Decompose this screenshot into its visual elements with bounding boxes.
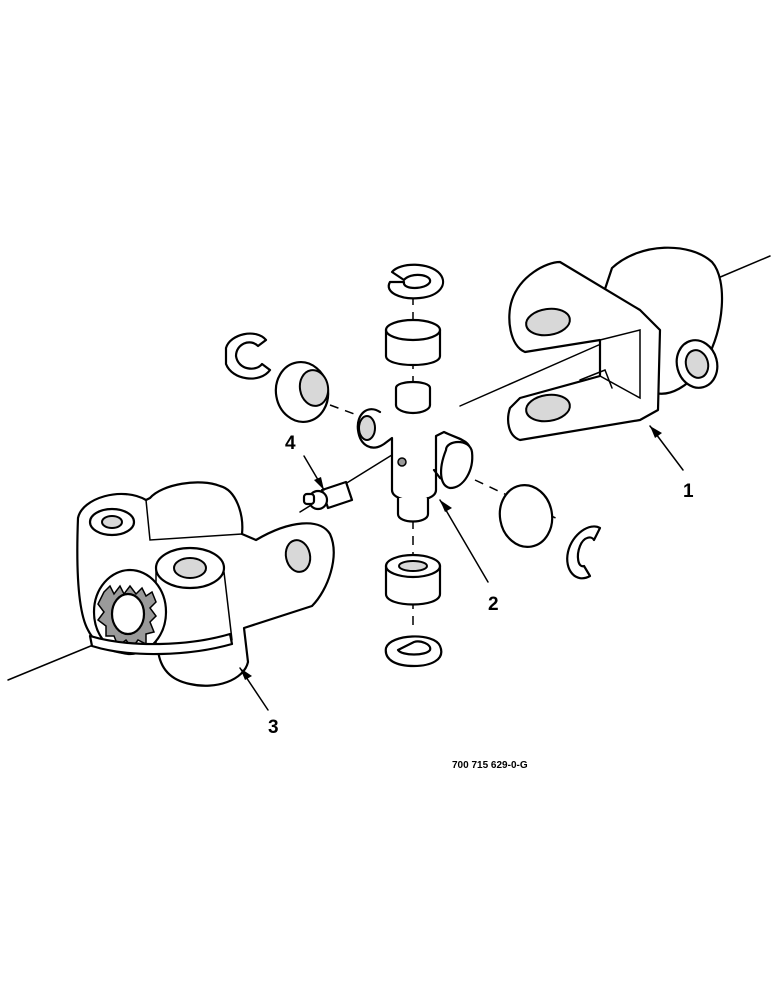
figure-code: 700 715 629-0-G <box>452 760 528 771</box>
part-3-splined-yoke <box>76 481 335 687</box>
part-1-tube-yoke <box>507 246 724 442</box>
snap-ring-top <box>387 263 445 300</box>
snap-ring-right <box>566 525 602 580</box>
bearing-cup-right <box>498 484 554 548</box>
callout-2: 2 <box>488 594 499 615</box>
callout-3: 3 <box>268 717 279 738</box>
leader-lines <box>239 425 684 711</box>
callout-4: 4 <box>285 433 296 454</box>
part-2-cross-bearing-kit <box>224 263 602 668</box>
snap-ring-left <box>224 332 272 380</box>
snap-ring-bottom <box>384 635 443 668</box>
part-4-grease-fitting <box>302 480 354 511</box>
callout-1: 1 <box>683 481 694 502</box>
